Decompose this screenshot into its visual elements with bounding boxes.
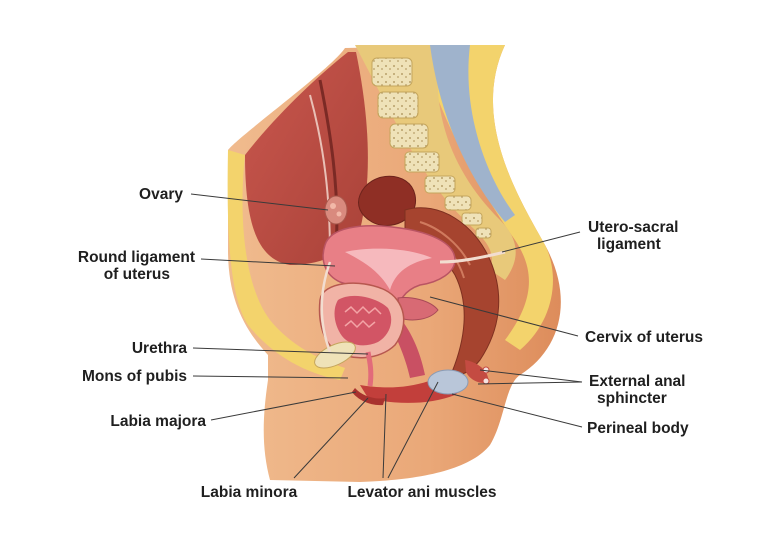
perineal-body-shape bbox=[427, 369, 469, 395]
pubic-bone bbox=[314, 341, 356, 369]
label-labia-minora: Labia minora bbox=[201, 484, 298, 501]
cervix-shape bbox=[397, 297, 439, 321]
label-round-ligament-1: Round ligament bbox=[78, 249, 195, 266]
utero-sacral-ligament-shape bbox=[439, 250, 506, 264]
label-ovary: Ovary bbox=[139, 186, 183, 203]
label-urethra: Urethra bbox=[132, 340, 188, 357]
ovary-shape bbox=[324, 195, 348, 225]
vertebrae bbox=[371, 57, 492, 239]
anal-sphincter-ring bbox=[482, 377, 490, 385]
abdominal-wall-line bbox=[318, 79, 339, 251]
anal-sphincter-shape bbox=[465, 360, 489, 383]
urethra-shape bbox=[365, 351, 374, 387]
round-ligament-shape bbox=[320, 261, 332, 353]
fat-layer-front bbox=[227, 150, 345, 380]
label-perineal-body: Perineal body bbox=[587, 420, 689, 437]
ovary-follicle bbox=[336, 211, 342, 217]
label-utero-sacral-1: Utero-sacral bbox=[588, 219, 678, 236]
label-round-ligament-2: of uterus bbox=[104, 266, 170, 283]
label-mons-pubis: Mons of pubis bbox=[82, 368, 187, 385]
label-utero-sacral-2: ligament bbox=[597, 236, 661, 253]
leader-lines bbox=[190, 193, 583, 479]
label-labia-majora: Labia majora bbox=[110, 413, 206, 430]
bladder-rugae bbox=[344, 305, 382, 329]
label-external-anal-2: sphincter bbox=[597, 390, 667, 407]
ovary-follicle bbox=[330, 203, 336, 209]
label-levator-ani: Levator ani muscles bbox=[347, 484, 496, 501]
label-external-anal-1: External anal bbox=[589, 373, 686, 390]
spinal-canal bbox=[430, 45, 515, 222]
uterine-cavity bbox=[345, 248, 432, 290]
labia-shape bbox=[352, 388, 385, 406]
label-cervix: Cervix of uterus bbox=[585, 329, 703, 346]
